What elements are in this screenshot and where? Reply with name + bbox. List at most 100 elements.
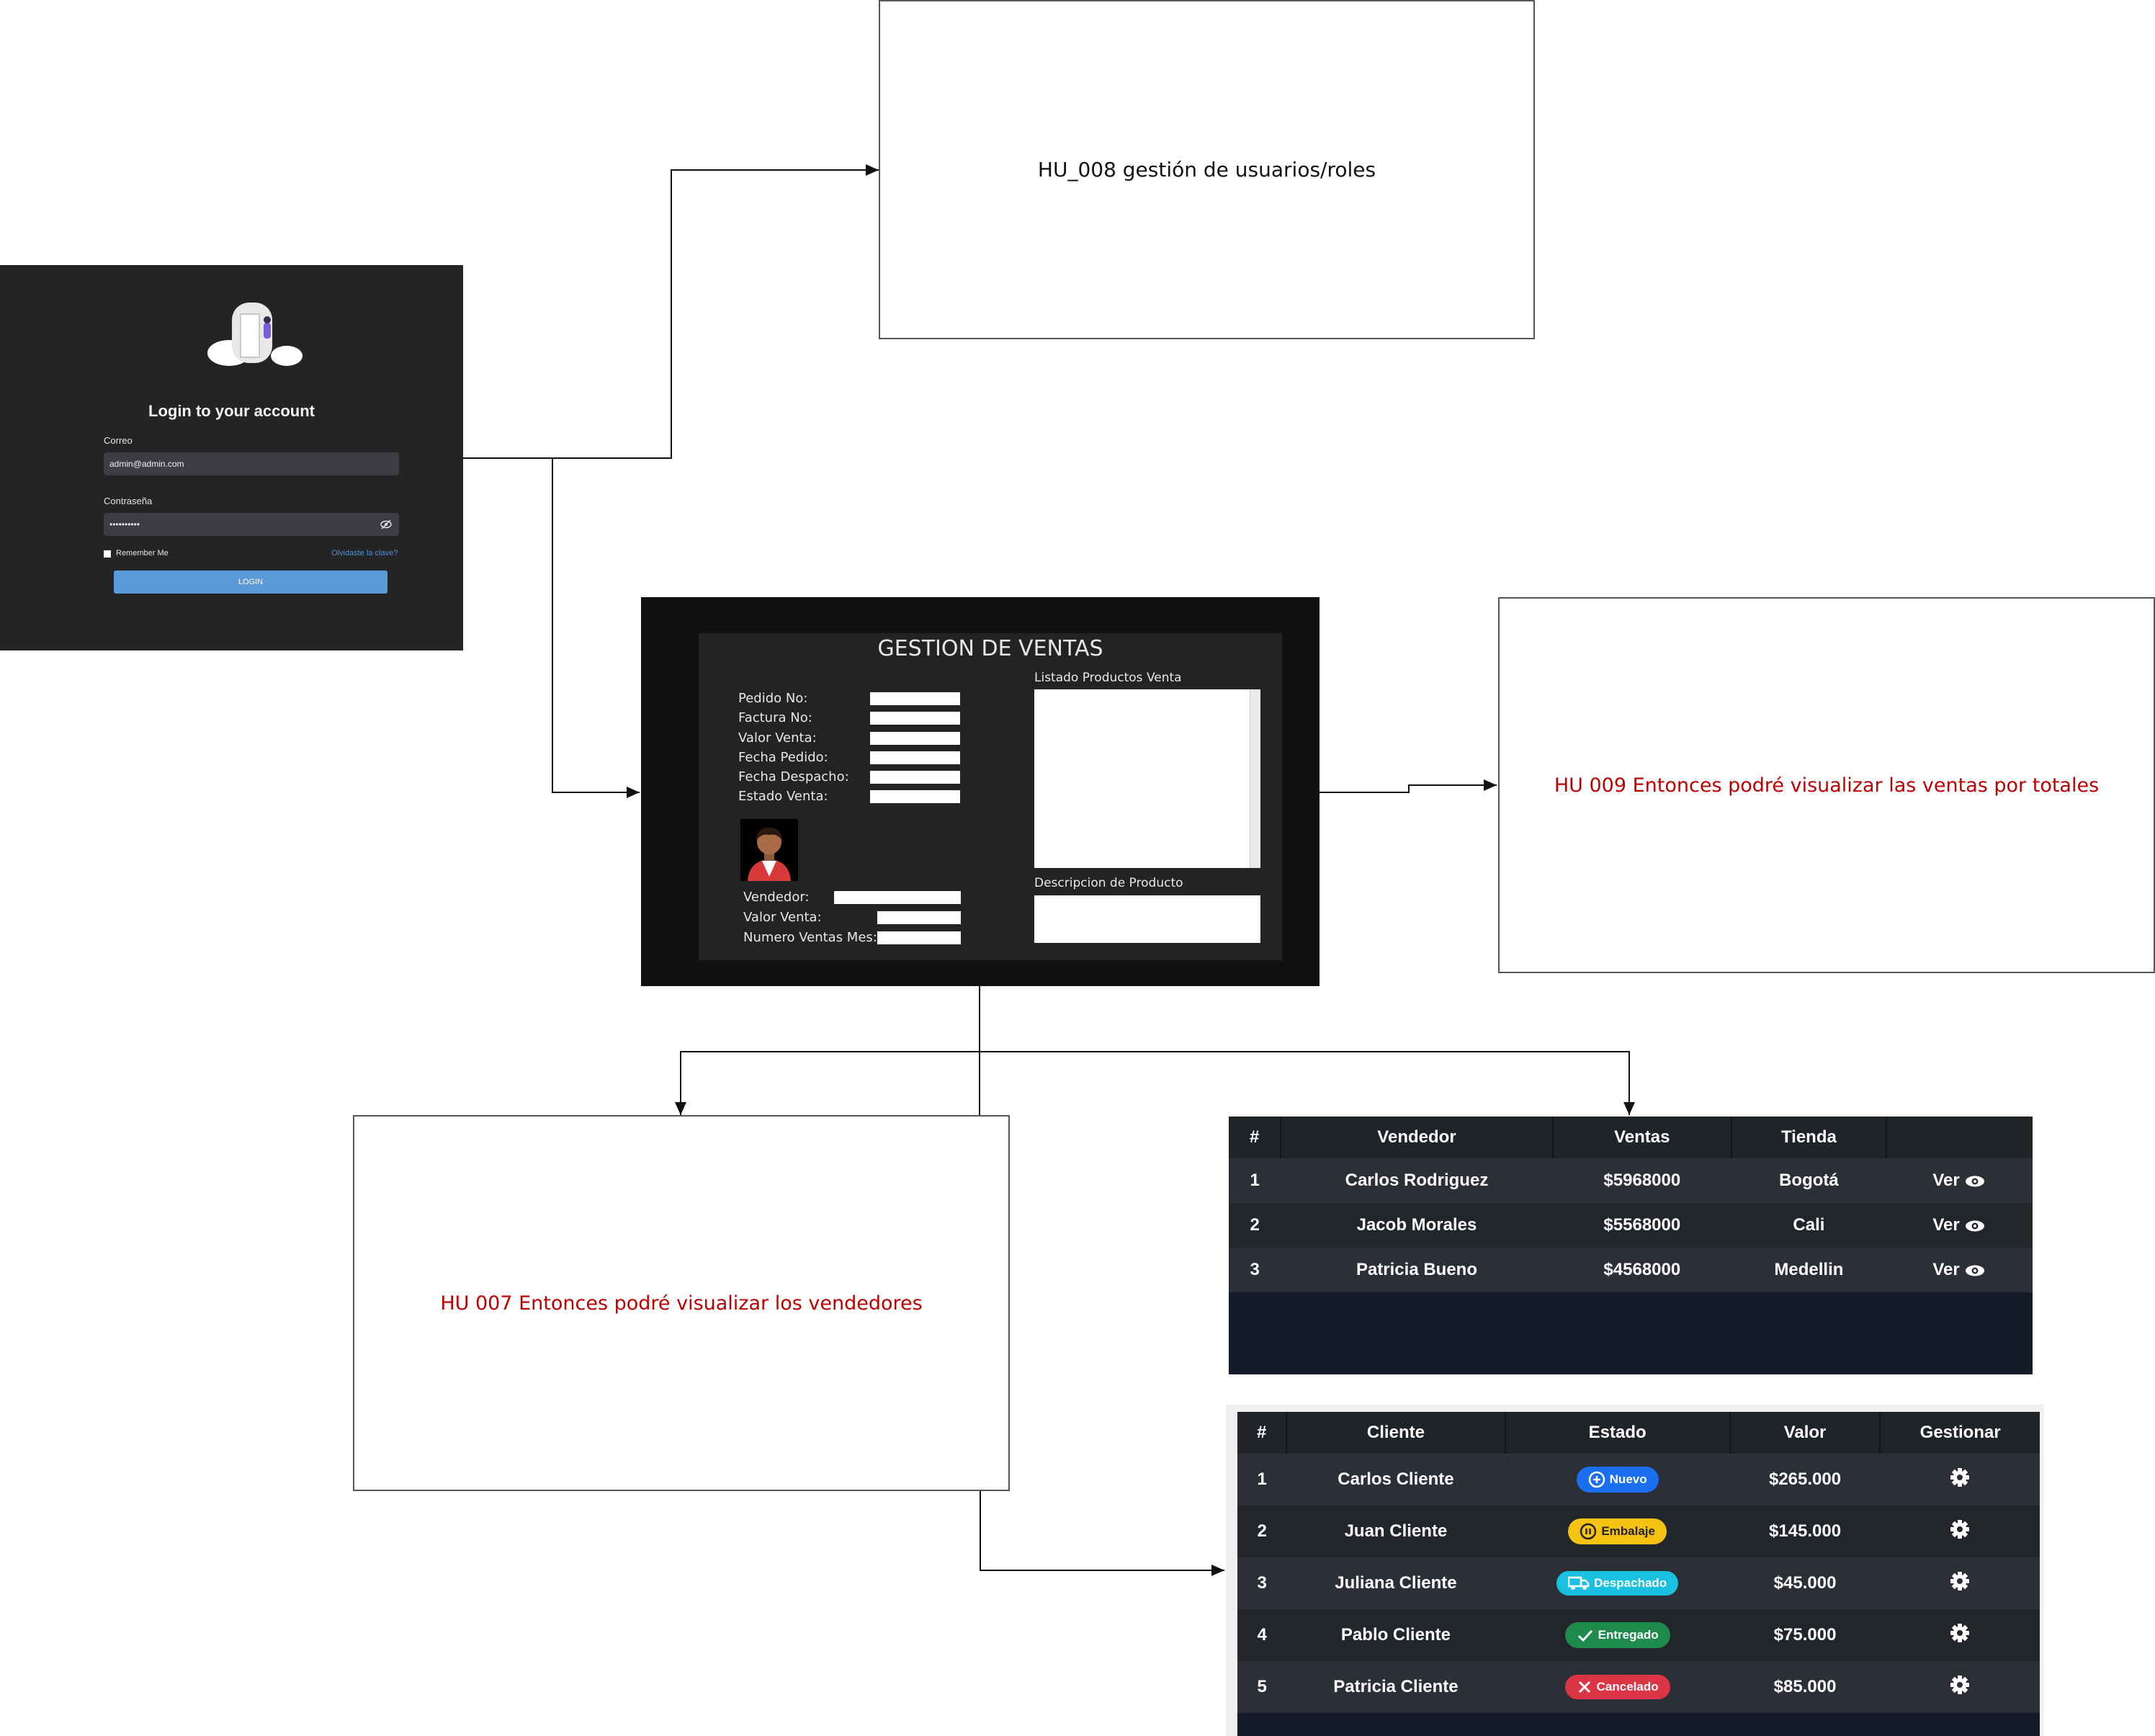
vendedor-input[interactable] bbox=[834, 891, 961, 904]
row-num: 2 bbox=[1257, 1521, 1267, 1541]
remember-checkbox[interactable] bbox=[104, 550, 111, 558]
col-header-cliente: Cliente bbox=[1286, 1412, 1506, 1454]
table-row: 1 Carlos Rodriguez $5968000 Bogotá Ver bbox=[1229, 1158, 2033, 1203]
login-button[interactable]: LOGIN bbox=[114, 571, 387, 594]
seller-avatar-icon bbox=[740, 819, 798, 881]
hu008-box: HU_008 gestión de usuarios/roles bbox=[879, 0, 1535, 339]
eye-off-icon[interactable] bbox=[380, 519, 392, 529]
eye-icon bbox=[1966, 1265, 1985, 1276]
row-num: 4 bbox=[1257, 1625, 1267, 1645]
status-badge: Cancelado bbox=[1564, 1674, 1670, 1699]
view-button[interactable]: Ver bbox=[1886, 1248, 2033, 1292]
seller-sales: $5568000 bbox=[1603, 1215, 1681, 1235]
col-header-num: # bbox=[1229, 1117, 1282, 1158]
field-label-fecha-pedido: Fecha Pedido: bbox=[738, 750, 828, 765]
table-row: 2 Jacob Morales $5568000 Cali Ver bbox=[1229, 1203, 2033, 1248]
col-header-ventas: Ventas bbox=[1552, 1117, 1733, 1158]
ventas-panel: GESTION DE VENTAS Pedido No: Factura No:… bbox=[699, 633, 1282, 960]
hu008-text: HU_008 gestión de usuarios/roles bbox=[1037, 158, 1376, 182]
col-header-vendedor: Vendedor bbox=[1281, 1117, 1554, 1158]
numero-ventas-input[interactable] bbox=[877, 931, 961, 944]
manage-button[interactable] bbox=[1880, 1505, 2040, 1557]
sellers-header-row: # Vendedor Ventas Tienda bbox=[1229, 1117, 2033, 1158]
password-field[interactable]: •••••••••• bbox=[104, 513, 399, 536]
table-row: 4 Pablo Cliente Entregado $75.000 bbox=[1237, 1609, 2040, 1661]
client-name: Carlos Cliente bbox=[1338, 1469, 1454, 1489]
order-value: $75.000 bbox=[1773, 1625, 1837, 1645]
order-value: $85.000 bbox=[1773, 1677, 1837, 1696]
col-header-gestionar: Gestionar bbox=[1880, 1412, 2040, 1454]
status-badge: Embalaje bbox=[1568, 1518, 1667, 1544]
status-badge: Nuevo bbox=[1576, 1466, 1659, 1493]
view-label: Ver bbox=[1932, 1260, 1960, 1279]
order-value: $265.000 bbox=[1768, 1469, 1842, 1489]
table-row: 2 Juan Cliente Embalaje $145.000 bbox=[1237, 1505, 2040, 1557]
field-label-fecha-despacho: Fecha Despacho: bbox=[738, 769, 849, 784]
view-label: Ver bbox=[1932, 1171, 1960, 1190]
table-row: 5 Patricia Cliente Cancelado $85.000 bbox=[1237, 1661, 2040, 1713]
seller-name: Patricia Bueno bbox=[1356, 1260, 1477, 1279]
order-value: $45.000 bbox=[1773, 1573, 1837, 1593]
pedido-input[interactable] bbox=[870, 692, 960, 705]
gear-icon bbox=[1950, 1467, 1970, 1487]
manage-button[interactable] bbox=[1880, 1661, 2040, 1713]
client-name: Juliana Cliente bbox=[1335, 1573, 1457, 1593]
col-header-estado: Estado bbox=[1505, 1412, 1731, 1454]
forgot-password-link[interactable]: Olvidaste la clave? bbox=[331, 549, 398, 558]
table-row: 3 Juliana Cliente Despachado $45.000 bbox=[1237, 1557, 2040, 1609]
status-label: Cancelado bbox=[1596, 1679, 1659, 1694]
row-num: 3 bbox=[1250, 1260, 1260, 1279]
connector-login-ventas bbox=[552, 458, 640, 798]
eye-icon bbox=[1966, 1176, 1985, 1187]
row-num: 2 bbox=[1250, 1215, 1260, 1235]
row-num: 5 bbox=[1257, 1677, 1267, 1696]
status-label: Embalaje bbox=[1601, 1524, 1655, 1538]
factura-input[interactable] bbox=[870, 712, 960, 725]
table-row: 1 Carlos Cliente Nuevo $265.000 bbox=[1237, 1454, 2040, 1505]
email-field[interactable]: admin@admin.com bbox=[104, 452, 399, 475]
field-label-valor: Valor Venta: bbox=[738, 730, 817, 746]
pause-circle-icon bbox=[1580, 1523, 1597, 1539]
connector-login-hu008 bbox=[463, 164, 879, 459]
manage-button[interactable] bbox=[1880, 1454, 2040, 1505]
login-screen: Login to your account Correo admin@admin… bbox=[0, 265, 463, 650]
ventas-title: GESTION DE VENTAS bbox=[877, 636, 1103, 661]
manage-button[interactable] bbox=[1880, 1557, 2040, 1609]
fecha-despacho-input[interactable] bbox=[870, 771, 960, 784]
seller-name: Jacob Morales bbox=[1356, 1215, 1477, 1235]
client-name: Juan Cliente bbox=[1344, 1521, 1448, 1541]
estado-venta-input[interactable] bbox=[870, 790, 960, 803]
orders-table: # Cliente Estado Valor Gestionar 1 Carlo… bbox=[1237, 1412, 2040, 1713]
view-button[interactable]: Ver bbox=[1886, 1203, 2033, 1248]
row-num: 1 bbox=[1250, 1171, 1260, 1190]
seller-store: Bogotá bbox=[1779, 1171, 1839, 1190]
view-button[interactable]: Ver bbox=[1886, 1158, 2033, 1203]
check-icon bbox=[1577, 1629, 1592, 1642]
seller-label-vendedor: Vendedor: bbox=[743, 890, 810, 905]
status-label: Despachado bbox=[1594, 1575, 1667, 1590]
password-label: Contraseña bbox=[104, 496, 153, 506]
fecha-pedido-input[interactable] bbox=[870, 751, 960, 764]
seller-sales: $5968000 bbox=[1603, 1171, 1681, 1190]
client-name: Pablo Cliente bbox=[1340, 1625, 1451, 1645]
manage-button[interactable] bbox=[1880, 1609, 2040, 1661]
order-value: $145.000 bbox=[1768, 1521, 1842, 1541]
products-listbox[interactable] bbox=[1034, 689, 1260, 868]
product-description-field[interactable] bbox=[1034, 895, 1260, 943]
gear-icon bbox=[1950, 1623, 1970, 1642]
seller-label-valor: Valor Venta: bbox=[743, 910, 822, 925]
valor-venta-input[interactable] bbox=[870, 732, 960, 745]
col-header-valor: Valor bbox=[1729, 1412, 1881, 1454]
seller-store: Medellin bbox=[1774, 1260, 1844, 1279]
seller-sales: $4568000 bbox=[1603, 1260, 1681, 1279]
sellers-table: # Vendedor Ventas Tienda 1 Carlos Rodrig… bbox=[1229, 1117, 2033, 1292]
connector-hu007-orders bbox=[980, 1491, 1224, 1576]
ventas-window: GESTION DE VENTAS Pedido No: Factura No:… bbox=[641, 597, 1320, 986]
seller-valor-input[interactable] bbox=[877, 911, 961, 924]
list-scrollbar[interactable] bbox=[1250, 689, 1260, 868]
connector-ventas-hu007 bbox=[675, 1051, 980, 1115]
seller-name: Carlos Rodriguez bbox=[1345, 1171, 1489, 1190]
login-title: Login to your account bbox=[148, 402, 315, 420]
field-label-estado: Estado Venta: bbox=[738, 789, 828, 804]
